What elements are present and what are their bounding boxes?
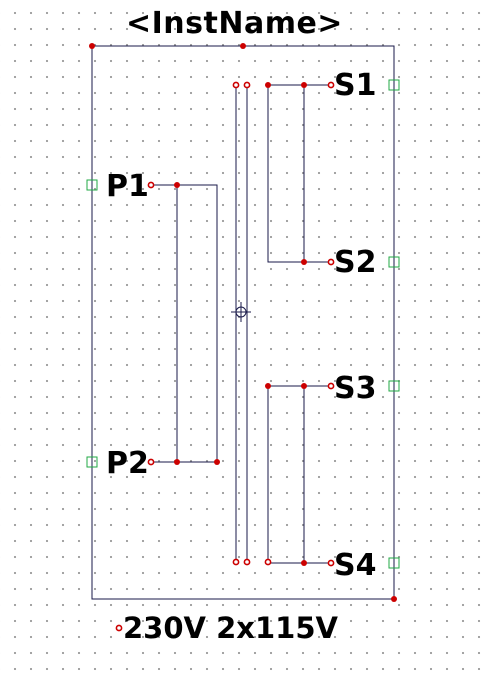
pin-label-s4: S4 xyxy=(334,548,377,583)
pin-box-s3[interactable] xyxy=(388,380,400,392)
pin-box-s1[interactable] xyxy=(388,79,400,91)
junction-dot xyxy=(174,182,180,188)
pin-label-s2: S2 xyxy=(334,245,377,280)
wire-end-dot xyxy=(232,81,240,89)
pin-box-s2[interactable] xyxy=(388,256,400,268)
wire-end-dot xyxy=(147,458,155,466)
pin-label-s3: S3 xyxy=(334,371,377,406)
junction-dot xyxy=(265,383,271,389)
junction-dot xyxy=(391,596,397,602)
value-anchor-dot xyxy=(115,624,123,632)
secondary-winding-1 xyxy=(267,84,331,263)
wire-end-dot xyxy=(264,558,272,566)
wire-end-dot xyxy=(327,258,335,266)
component-body-outline xyxy=(91,45,395,600)
pin-box-p1[interactable] xyxy=(86,179,98,191)
wire-end-dot xyxy=(243,558,251,566)
wire-end-dot xyxy=(243,81,251,89)
junction-dot xyxy=(240,43,246,49)
junction-dot xyxy=(174,459,180,465)
junction-dot xyxy=(265,82,271,88)
wire-end-dot xyxy=(327,81,335,89)
pin-label-p2: P2 xyxy=(106,446,149,481)
pin-label-p1: P1 xyxy=(106,169,149,204)
pin-box-p2[interactable] xyxy=(86,456,98,468)
junction-dot xyxy=(301,259,307,265)
instance-name-label[interactable]: <InstName> xyxy=(126,6,343,41)
origin-crosshair xyxy=(231,302,251,322)
junction-dot xyxy=(301,383,307,389)
wire-end-dot xyxy=(327,382,335,390)
wire-end-dot xyxy=(327,559,335,567)
junction-dot xyxy=(301,82,307,88)
wire-end-dot xyxy=(147,181,155,189)
wire-end-dot xyxy=(232,558,240,566)
pin-box-s4[interactable] xyxy=(388,557,400,569)
junction-dot xyxy=(214,459,220,465)
junction-dot xyxy=(301,560,307,566)
secondary-winding-2 xyxy=(267,385,331,564)
primary-winding xyxy=(151,184,218,463)
junction-dot xyxy=(89,43,95,49)
component-value-label[interactable]: 230V 2x115V xyxy=(123,611,338,645)
pin-label-s1: S1 xyxy=(334,68,377,103)
